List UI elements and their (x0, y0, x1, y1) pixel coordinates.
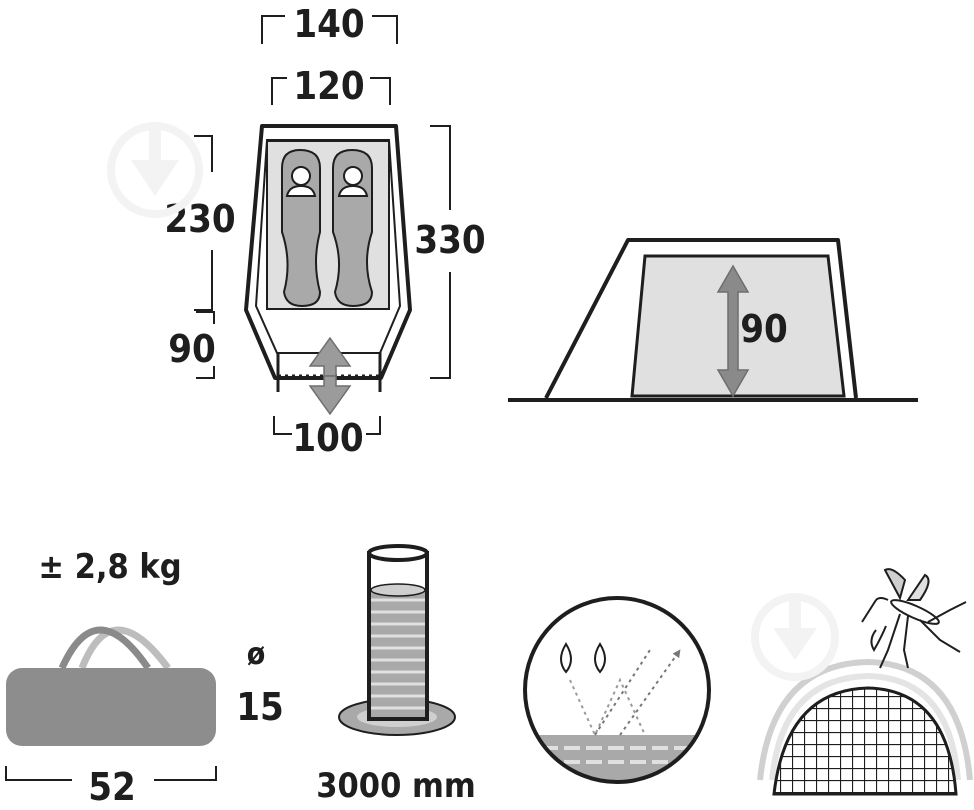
water-fill (371, 590, 425, 717)
inner-width-label: 120 (293, 64, 364, 108)
mosquito-net-icon (751, 568, 973, 796)
net-dome (772, 686, 958, 796)
person-icon (337, 166, 369, 197)
bag-length-bracket (5, 766, 217, 781)
floor-plan: 140 120 230 90 3 (107, 2, 486, 460)
inner-width-bracket (271, 77, 391, 105)
side-view: 90 (508, 238, 918, 402)
diameter-symbol: ø (247, 637, 266, 672)
raindrop-icon (594, 642, 606, 674)
diameter-label: 15 (236, 685, 284, 729)
inner-length-label: 230 (164, 197, 235, 241)
weight-label: ± 2,8 kg (38, 547, 181, 587)
packed-bag-icon: ± 2,8 kg ø 15 52 (5, 547, 284, 809)
vestibule-bracket (196, 311, 215, 379)
entrance-arrows-icon (308, 336, 352, 416)
height-label: 90 (740, 307, 788, 351)
watermark-logo-icon (751, 593, 839, 681)
water-column-icon: 3000 mm (316, 544, 476, 806)
raindrop-icon (560, 642, 572, 674)
entrance-width-bracket (273, 416, 381, 435)
water-column-label: 3000 mm (316, 766, 476, 806)
outer-width-label: 140 (293, 2, 364, 46)
total-length-bracket (430, 125, 451, 379)
net-aura-outer (757, 658, 973, 781)
bag-handle-back (78, 626, 171, 671)
mosquito-icon (861, 568, 967, 669)
inner-length-bracket (194, 135, 213, 311)
total-length-label: 330 (414, 218, 485, 262)
height-arrow-icon (716, 264, 750, 398)
watermark-logo-icon (107, 122, 203, 218)
vestibule-length-label: 90 (168, 327, 216, 371)
bag-handle-front (58, 626, 151, 670)
tube-top (367, 544, 429, 562)
breathable-fabric-icon (523, 596, 711, 784)
person-icon (285, 166, 317, 197)
water-lines (371, 598, 425, 710)
fabric-circle (523, 596, 711, 784)
bag-length-label: 52 (88, 765, 136, 809)
outer-width-bracket (261, 15, 398, 44)
net-aura-inner (769, 672, 961, 781)
entrance-width-label: 100 (292, 416, 363, 460)
bag-body (6, 668, 216, 746)
